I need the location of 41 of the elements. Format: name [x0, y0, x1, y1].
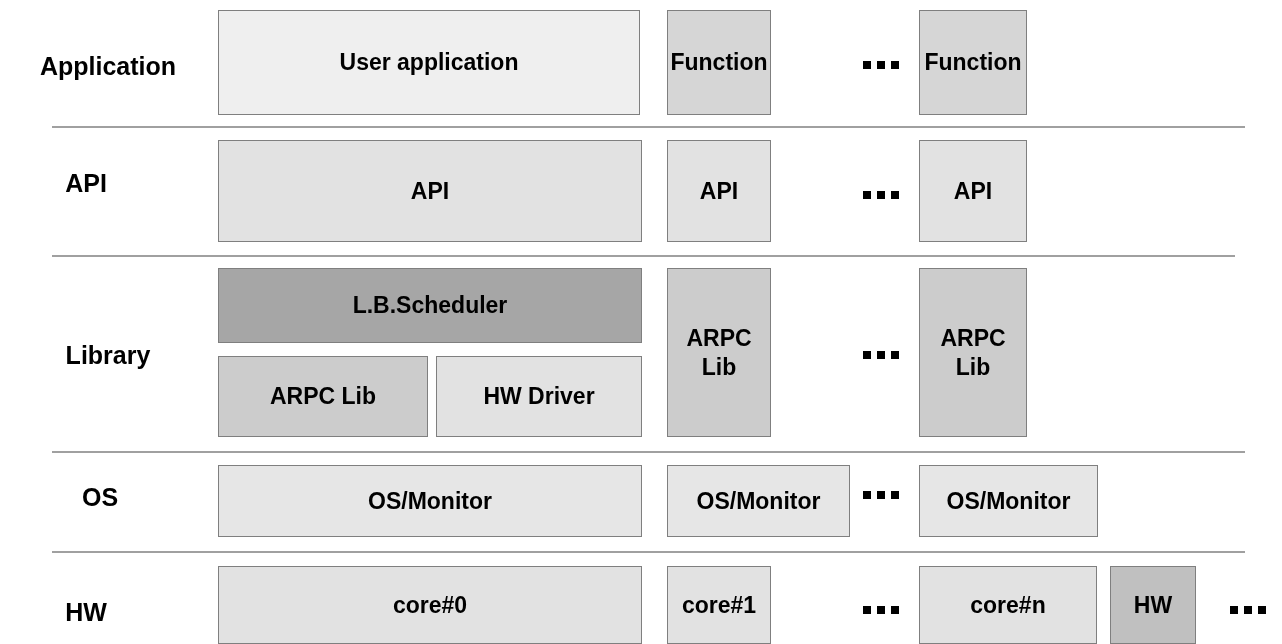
layer-box: [667, 465, 850, 537]
box-label: Function: [670, 48, 768, 77]
box-label: ARPC Lib: [269, 382, 377, 411]
layer-box: [919, 10, 1027, 115]
layer-box: [667, 140, 771, 242]
layer-box: [436, 356, 642, 437]
layer-box: [218, 140, 642, 242]
box-label: HW Driver: [483, 382, 595, 411]
box-label: core#0: [392, 590, 468, 620]
box-label: L.B.Scheduler: [352, 291, 508, 320]
layer-box: [919, 140, 1027, 242]
layer-box: [919, 268, 1027, 437]
box-label: API: [953, 176, 993, 206]
layer-box: [218, 268, 642, 343]
layer-box: [218, 356, 428, 437]
layer-box: [667, 10, 771, 115]
box-label: ARPC Lib: [685, 323, 753, 382]
layer-label: Library: [65, 340, 151, 370]
layer-box: [218, 566, 642, 644]
layer-box: [218, 10, 640, 115]
box-label: API: [699, 176, 739, 206]
box-label: core#1: [681, 590, 757, 620]
layer-box: [218, 465, 642, 537]
layer-label: OS: [81, 482, 119, 512]
box-label: core#n: [970, 590, 1046, 620]
layer-box: [667, 268, 771, 437]
layer-label: Application: [39, 51, 177, 81]
box-label: User application: [339, 48, 519, 77]
layer-box: [1110, 566, 1196, 644]
box-label: OS/Monitor: [946, 486, 1071, 516]
box-label: Function: [924, 48, 1022, 77]
box-label: ARPC Lib: [939, 323, 1007, 382]
layer-label: API: [65, 168, 107, 198]
layer-box: [919, 566, 1097, 644]
layer-box: [919, 465, 1098, 537]
box-label: OS/Monitor: [696, 486, 821, 516]
layer-label: HW: [65, 597, 107, 627]
box-label: OS/Monitor: [368, 486, 492, 516]
box-label: API: [410, 176, 450, 206]
layer-box: [667, 566, 771, 644]
box-label: HW: [1133, 590, 1173, 620]
